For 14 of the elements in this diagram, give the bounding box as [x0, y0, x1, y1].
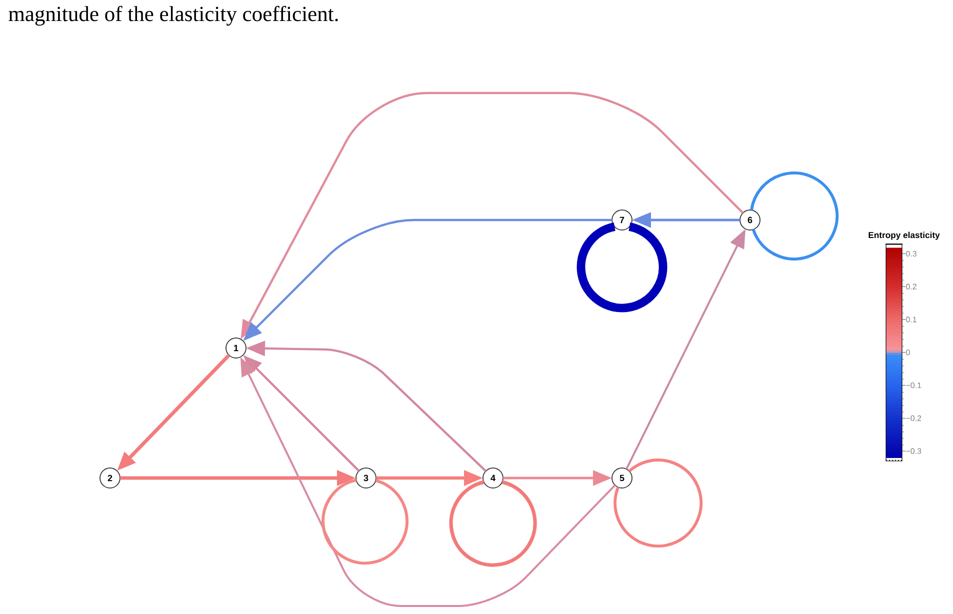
- tick-label: 0.1: [906, 316, 916, 322]
- loop-line: [449, 480, 537, 567]
- tick-label: 0: [906, 350, 910, 356]
- loop-line: [750, 172, 839, 260]
- tick-label: 0.3: [906, 250, 916, 257]
- colorbar-title: Entropy elasticity: [868, 232, 940, 240]
- tick-label: −0.2: [906, 415, 922, 422]
- loop-line: [614, 458, 703, 548]
- tick-label: −0.1: [906, 382, 922, 388]
- tick-label: −0.3: [906, 448, 922, 454]
- loop-line: [576, 222, 668, 312]
- loop-line: [322, 478, 408, 565]
- caption-text: magnitude of the elasticity coefficient.: [8, 6, 338, 26]
- tick-label: 0.2: [906, 284, 916, 290]
